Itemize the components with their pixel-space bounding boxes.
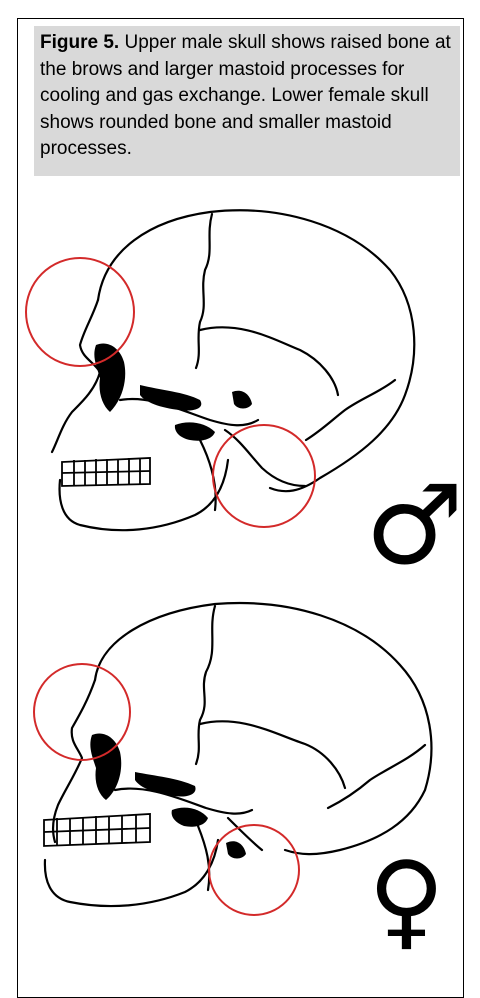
female-brow-circle <box>34 664 130 760</box>
female-mastoid-circle <box>209 825 299 915</box>
male-symbol-icon: ♂ <box>365 470 464 580</box>
female-symbol-icon: ♀ <box>368 848 445 953</box>
